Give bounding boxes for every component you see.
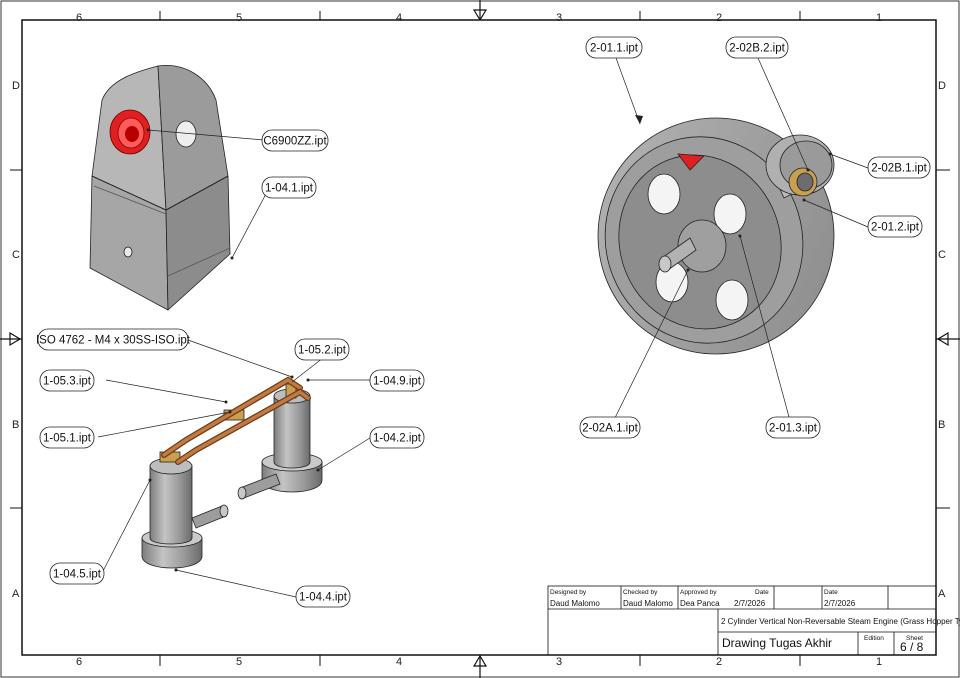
callout-labels: C6900ZZ.ipt 1-04.1.ipt ISO 4762 - M4 x 3… [36,43,928,604]
zone-col-6-bottom: 6 [76,656,82,668]
callout-2-02b-1 [867,156,931,179]
zone-ticks [10,11,950,666]
inner-border [21,19,937,656]
zone-col-1-top: 1 [876,12,882,24]
callout-label-1-05-2: 1-05.2.ipt [298,345,347,357]
zone-row-b-left: B [12,419,19,431]
zone-row-d-right: D [938,80,946,92]
zone-col-3-bottom: 3 [556,656,562,668]
callout-iso4762 [37,328,189,351]
callout-label-2-01-2: 2-01.2.ipt [871,222,920,234]
zone-col-5-bottom: 5 [236,656,242,668]
zone-row-c-left: C [12,249,20,261]
callout-label-1-05-3: 1-05.3.ipt [43,376,92,388]
zone-row-a-right: A [938,588,946,600]
bearing-c6900zz [109,109,151,155]
callouts [37,36,931,608]
checked-by-label: Checked by [623,589,658,596]
callout-1-04-1 [261,176,317,199]
zone-col-2-top: 2 [716,12,722,24]
callout-1-04-4 [295,585,351,608]
zone-col-6-top: 6 [76,12,82,24]
callout-label-1-04-5: 1-04.5.ipt [53,569,102,581]
pillar-block-part [89,64,231,311]
callout-label-2-02a-1: 2-02A.1.ipt [582,423,638,435]
sheet-label: Sheet [906,635,923,642]
zone-col-4-bottom: 4 [396,656,402,668]
callout-label-1-05-1: 1-05.1.ipt [43,433,92,445]
callout-1-05-1 [39,426,95,449]
leader-lines [97,57,869,598]
callout-label-c6900zz: C6900ZZ.ipt [263,136,327,148]
callout-2-01-2 [867,215,923,238]
callout-1-04-2 [369,426,425,449]
sheet-number: 6 / 8 [900,640,924,654]
approved-by-value: Dea Panca [680,599,720,608]
zone-col-3-top: 3 [556,12,562,24]
callout-2-02a-1 [579,416,641,439]
zone-col-2-bottom: 2 [716,656,722,668]
zone-row-b-right: B [938,419,945,431]
drawing-title: 2 Cylinder Vertical Non-Reversable Steam… [721,617,960,626]
zone-row-a-left: A [12,588,20,600]
callout-1-04-9 [369,369,425,392]
callout-label-1-04-4: 1-04.4.ipt [299,592,348,604]
callout-1-04-5 [49,562,105,585]
callout-1-05-2 [294,338,350,361]
zone-col-4-top: 4 [396,12,402,24]
date-label-2: Date [824,589,838,596]
designed-by-value: Daud Malomo [550,599,600,608]
cylinder-assembly-part [141,383,323,569]
date-value-2: 2/7/2026 [824,599,856,608]
zone-row-c-right: C [938,249,946,261]
callout-label-2-01-3: 2-01.3.ipt [769,423,818,435]
flywheel-part [597,117,835,355]
callout-label-2-01-1: 2-01.1.ipt [590,43,639,55]
callout-label-2-02b-1: 2-02B.1.ipt [871,163,927,175]
callout-2-01-1 [585,36,643,59]
date-value-1: 2/7/2026 [734,599,766,608]
zone-col-1-bottom: 1 [876,656,882,668]
pulley-part [765,134,835,199]
zone-col-5-top: 5 [236,12,242,24]
checked-by-value: Daud Malomo [623,599,673,608]
zone-labels: 6 5 4 3 2 1 6 5 4 3 2 1 D C B A D C B A [12,12,946,668]
title-block: Designed by Daud Malomo Checked by Daud … [547,585,960,656]
zone-row-d-left: D [12,80,20,92]
callout-2-02b-2 [725,36,789,59]
callout-label-1-04-2: 1-04.2.ipt [373,433,422,445]
callout-c6900zz [261,129,329,152]
leader-terminators [146,115,832,572]
edition-label: Edition [864,635,884,642]
callout-label-2-02b-2: 2-02B.2.ipt [729,43,785,55]
callout-label-1-04-9: 1-04.9.ipt [373,376,422,388]
callout-1-05-3 [39,369,95,392]
drawing-name: Drawing Tugas Akhir [722,636,832,650]
steam-pipes [161,376,311,465]
callout-label-1-04-1: 1-04.1.ipt [265,183,314,195]
callout-label-iso4762: ISO 4762 - M4 x 30SS-ISO.ipt [36,335,191,347]
callout-2-01-3 [765,416,821,439]
date-label-1: Date [755,589,769,596]
approved-by-label: Approved by [680,589,717,596]
designed-by-label: Designed by [550,589,587,596]
